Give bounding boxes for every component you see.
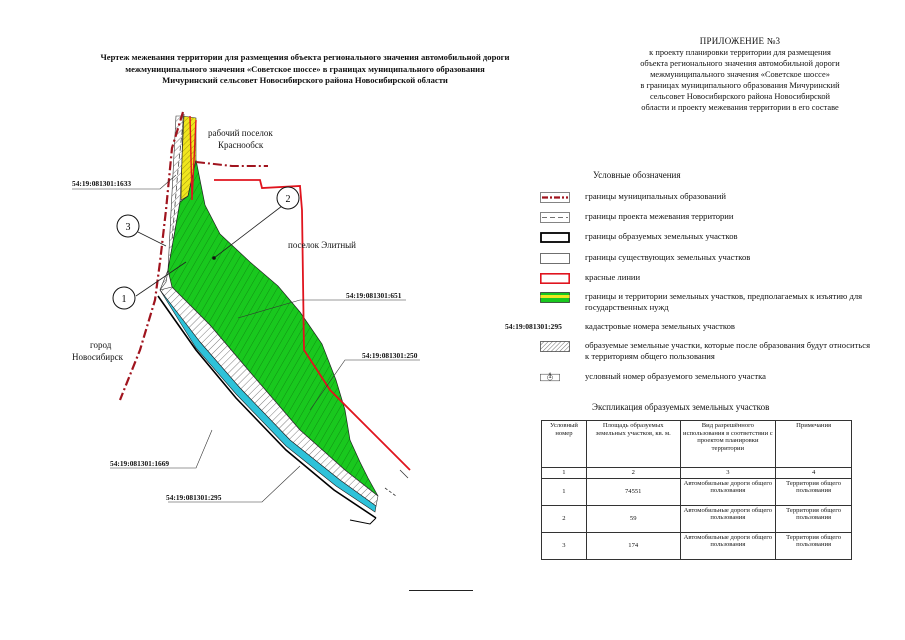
formed-parcel-border-icon (540, 232, 570, 243)
explication-table: Условный номер Площадь образуемых земель… (541, 420, 852, 560)
hatched-parcel-icon (540, 341, 570, 352)
colnum-cell: 3 (679, 467, 777, 479)
table-cell: 1 (541, 477, 587, 506)
road-end-marker (384, 487, 397, 497)
state-needs-area-icon (540, 292, 570, 303)
marker-2-dot (212, 256, 216, 260)
road-end-marker-2 (399, 469, 409, 479)
yellow-area-hatch (181, 116, 196, 200)
appendix-line-6: области и проекту межевания территории в… (641, 103, 839, 112)
red-line-west (189, 115, 197, 201)
municipal-border-icon (540, 192, 570, 203)
table-cell: Территория общего пользования (775, 531, 852, 560)
cadastral-1633: 54:19:081301:1633 (72, 179, 132, 188)
appendix-line-3: межмуниципального значения «Советское шо… (650, 70, 830, 79)
cadastral-250: 54:19:081301:250 (362, 351, 418, 360)
table-cell: Автомобильные дороги общего пользования (679, 531, 777, 560)
marker-2-label: 2 (286, 194, 291, 205)
table-cell: Автомобильные дороги общего пользования (679, 477, 777, 506)
leader-651 (237, 299, 406, 319)
existing-parcel-border-icon (540, 253, 570, 264)
red-line-icon (540, 273, 570, 284)
colnum-cell: 2 (585, 467, 681, 479)
legend-text-survey: границы проекта межевания территории (585, 211, 734, 221)
table-cell: 74551 (585, 477, 681, 506)
place-novosibirsk-2: Новосибирск (72, 352, 123, 362)
header-cell: Условный номер (541, 420, 587, 468)
footer-rule (409, 590, 473, 591)
drawing-title: Чертеж межевания территории для размещен… (10, 52, 600, 87)
marker-3-label: 3 (126, 222, 131, 233)
colnum-cell: 4 (775, 467, 852, 479)
cadastral-295: 54:19:081301:295 (166, 493, 222, 502)
appendix-heading: ПРИЛОЖЕНИЕ №3 (699, 36, 781, 46)
explication-title: Экспликация образуемых земельных участко… (592, 402, 770, 412)
marker-1-circle (112, 286, 136, 310)
survey-border-icon (540, 212, 570, 223)
cadastral-1669: 54:19:081301:1669 (110, 459, 170, 468)
leader-1633 (72, 174, 177, 190)
appendix-block: ПРИЛОЖЕНИЕ №3 к проекту планировки терри… (590, 36, 890, 113)
cyan-strip (159, 289, 377, 513)
legend-text-hatched: образуемые земельные участки, которые по… (585, 340, 871, 361)
legend-text-cadastral: кадастровые номера земельных участков (585, 321, 735, 331)
leader-250 (309, 359, 420, 411)
legend-text-formed: границы образуемых земельных участков (585, 231, 738, 241)
table-colnum-row: 1 2 3 4 (541, 467, 852, 479)
legend-title: Условные обозначения (593, 170, 681, 180)
appendix-line-5: сельсовет Новосибирского района Новосиби… (649, 92, 831, 101)
table-cell: Территория общего пользования (775, 504, 852, 533)
header-cell: Площадь образуемых земельных участков, к… (585, 420, 681, 468)
colnum-cell: 1 (541, 467, 587, 479)
survey-border (171, 113, 185, 241)
place-krasnoobsk-2: Краснообск (218, 140, 264, 150)
formed-parcel-edge (157, 295, 377, 519)
header-cell: Вид разрешённого использования в соответ… (679, 420, 777, 468)
table-cell: 2 (541, 504, 587, 533)
appendix-line-2: объекта регионального значения автомобил… (640, 59, 840, 68)
cadastral-651: 54:19:081301:651 (346, 291, 402, 300)
leader-marker-3 (137, 231, 167, 247)
green-area-hatch (168, 160, 378, 496)
title-line-2: межмуниципального значения «Советское шо… (125, 63, 485, 74)
header-cell: Примечания (775, 420, 852, 468)
title-line-3: Мичуринский сельсовет Новосибирского рай… (162, 75, 448, 85)
table-cell: 174 (585, 531, 681, 560)
municipal-border (118, 111, 185, 401)
marker-2-circle (276, 186, 300, 210)
formed-parcel-edge-2 (349, 517, 377, 525)
table-row: 2 59 Автомобильные дороги общего пользов… (541, 504, 852, 533)
leader-1669 (110, 429, 213, 469)
table-row: 1 74551 Автомобильные дороги общего поль… (541, 477, 852, 506)
parcel-number-icon (540, 373, 560, 382)
municipal-border-top (195, 161, 268, 167)
table-cell: Автомобильные дороги общего пользования (679, 504, 777, 533)
table-row: 3 174 Автомобильные дороги общего пользо… (541, 531, 852, 560)
place-elitny: поселок Элитный (288, 240, 356, 250)
leader-marker-1 (135, 261, 187, 297)
place-krasnoobsk-1: рабочий поселок (208, 128, 273, 138)
marker-1-label: 1 (122, 294, 127, 305)
appendix-line-1: к проекту планировки территории для разм… (649, 48, 831, 57)
red-line-east (214, 179, 411, 471)
legend-text-number: условный номер образуемого земельного уч… (585, 371, 766, 381)
table-cell: Территория общего пользования (775, 477, 852, 506)
legend-cadastral-example: 54:19:081301:295 (505, 322, 562, 331)
title-line-1: Чертеж межевания территории для размещен… (100, 52, 510, 62)
leader-295 (168, 465, 301, 503)
legend-text-redline: красные линии (585, 272, 641, 282)
table-cell: 59 (585, 504, 681, 533)
legend-text-statearea: границы и территории земельных участков,… (585, 291, 863, 312)
marker-3-circle (116, 214, 140, 238)
table-cell: 3 (541, 531, 587, 560)
place-novosibirsk-1: город (90, 340, 112, 350)
table-header-row: Условный номер Площадь образуемых земель… (541, 420, 852, 468)
leader-marker-2 (213, 205, 283, 259)
legend-text-existing: границы существующих земельных участков (585, 252, 751, 262)
appendix-line-4: в границах муниципального образования Ми… (640, 81, 840, 90)
legend-number-sample: 1 (548, 371, 552, 380)
legend-text-municipal: границы муниципальных образований (585, 191, 726, 201)
